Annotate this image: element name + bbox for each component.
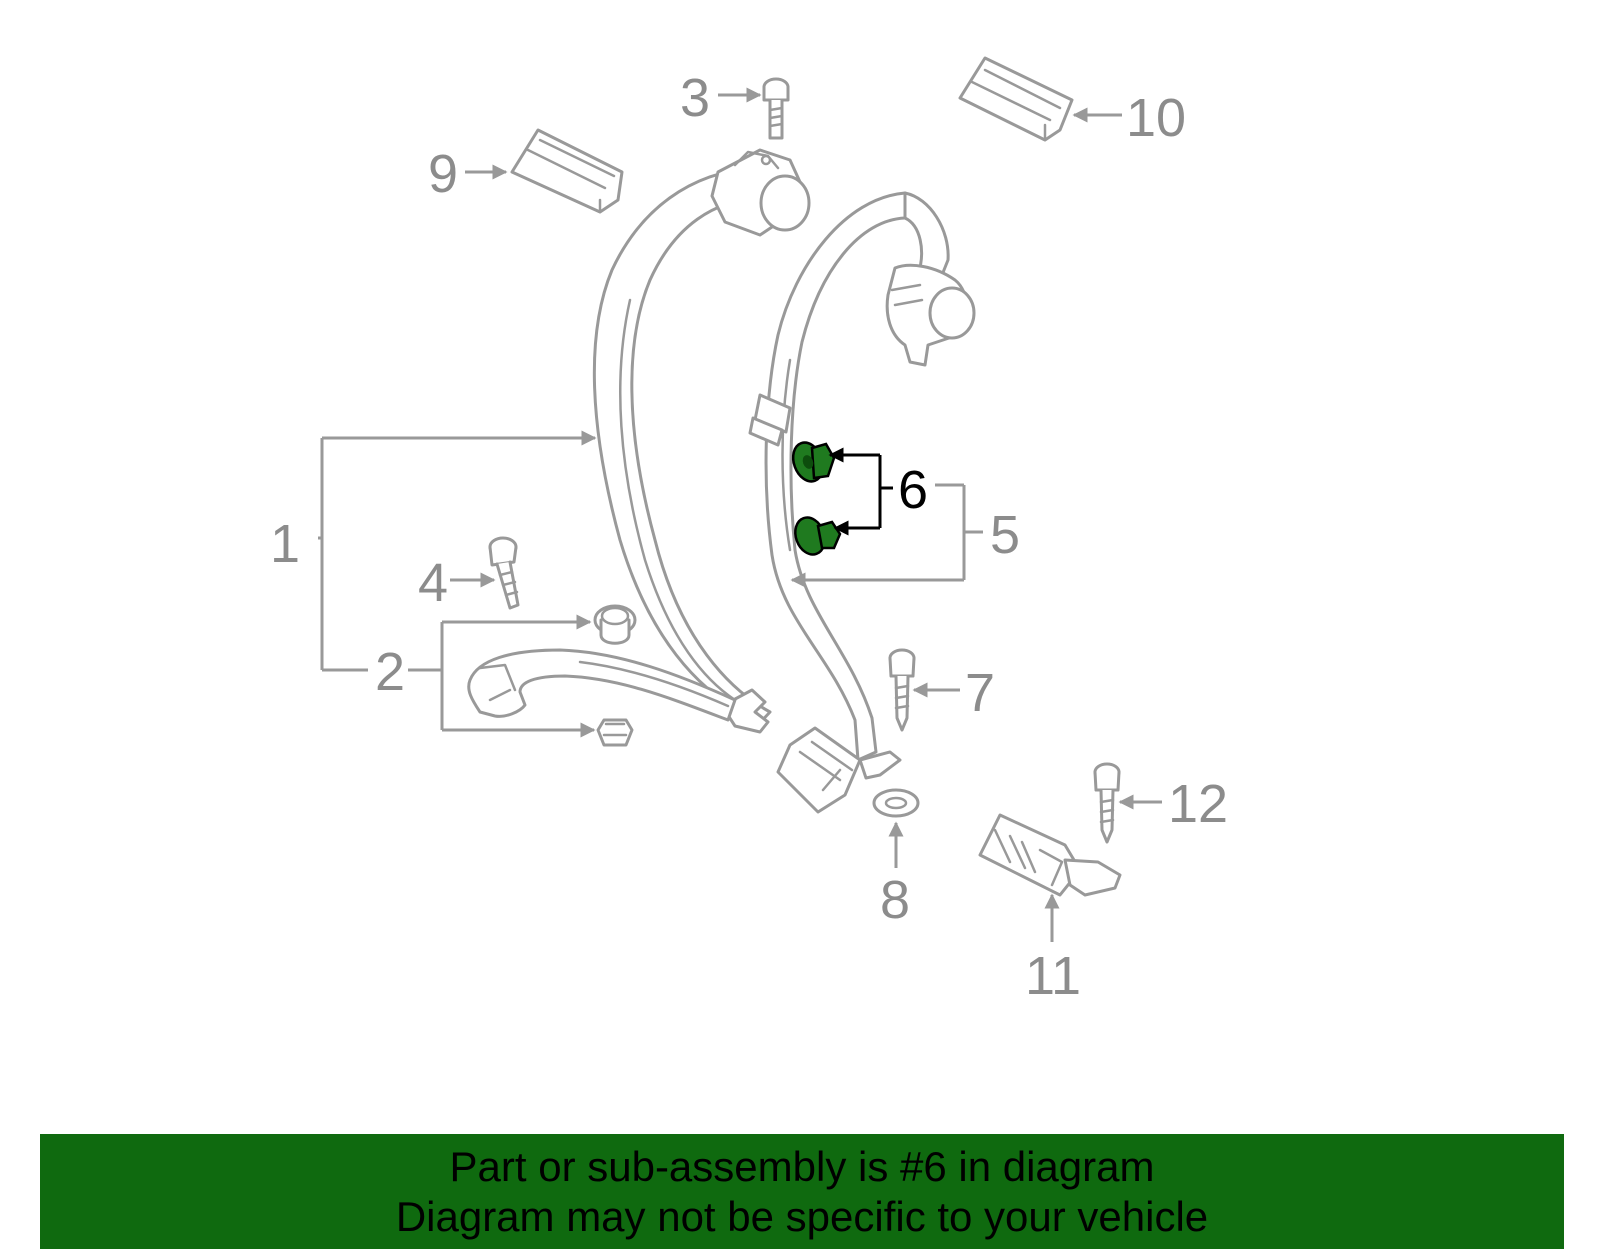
callout-4: 4 — [418, 553, 448, 613]
part-4-bolt — [488, 536, 520, 610]
callout-11: 11 — [1025, 946, 1081, 1006]
part-12-bolt — [1093, 762, 1121, 844]
callout-9: 9 — [428, 144, 458, 204]
callouts: 1 2 3 4 5 6 7 8 9 10 11 12 — [270, 68, 1228, 1006]
part-7-bolt — [888, 648, 916, 732]
leader-lines-highlight — [830, 455, 893, 536]
callout-7: 7 — [965, 663, 995, 723]
part-3-bolt — [762, 77, 790, 140]
leader-2 — [408, 622, 590, 730]
part-10-cover — [958, 56, 1074, 142]
leader-6 — [830, 455, 893, 528]
callout-8: 8 — [880, 870, 910, 930]
part-9-cover — [510, 128, 624, 214]
leader-1 — [318, 438, 595, 670]
part-6-upper-fastener — [791, 441, 836, 483]
part-2-lower-nut — [596, 718, 634, 747]
leader-lines — [318, 87, 1162, 942]
part-11-buckle — [978, 813, 1122, 897]
footer-line-2: Diagram may not be specific to your vehi… — [395, 1193, 1209, 1240]
callout-5: 5 — [990, 505, 1020, 565]
callout-1: 1 — [270, 514, 300, 574]
part-8-washer — [872, 788, 920, 818]
footer-line-1: Part or sub-assembly is #6 in diagram — [449, 1143, 1155, 1190]
part-6-lower-fastener — [794, 516, 842, 556]
leader-5 — [792, 483, 983, 580]
callout-2: 2 — [375, 642, 405, 702]
part-5-rear-seat-belt-assembly — [748, 191, 976, 814]
callout-12: 12 — [1168, 774, 1228, 834]
part-2-upper-fastener — [593, 604, 637, 645]
callout-6: 6 — [898, 460, 928, 520]
part-2-buckle-stalk — [467, 648, 737, 722]
footer-banner: Part or sub-assembly is #6 in diagram Di… — [40, 1134, 1564, 1249]
parts-diagram: 1 2 3 4 5 6 7 8 9 10 11 12 — [270, 56, 1228, 1006]
callout-10: 10 — [1126, 88, 1186, 148]
callout-3: 3 — [680, 68, 710, 128]
